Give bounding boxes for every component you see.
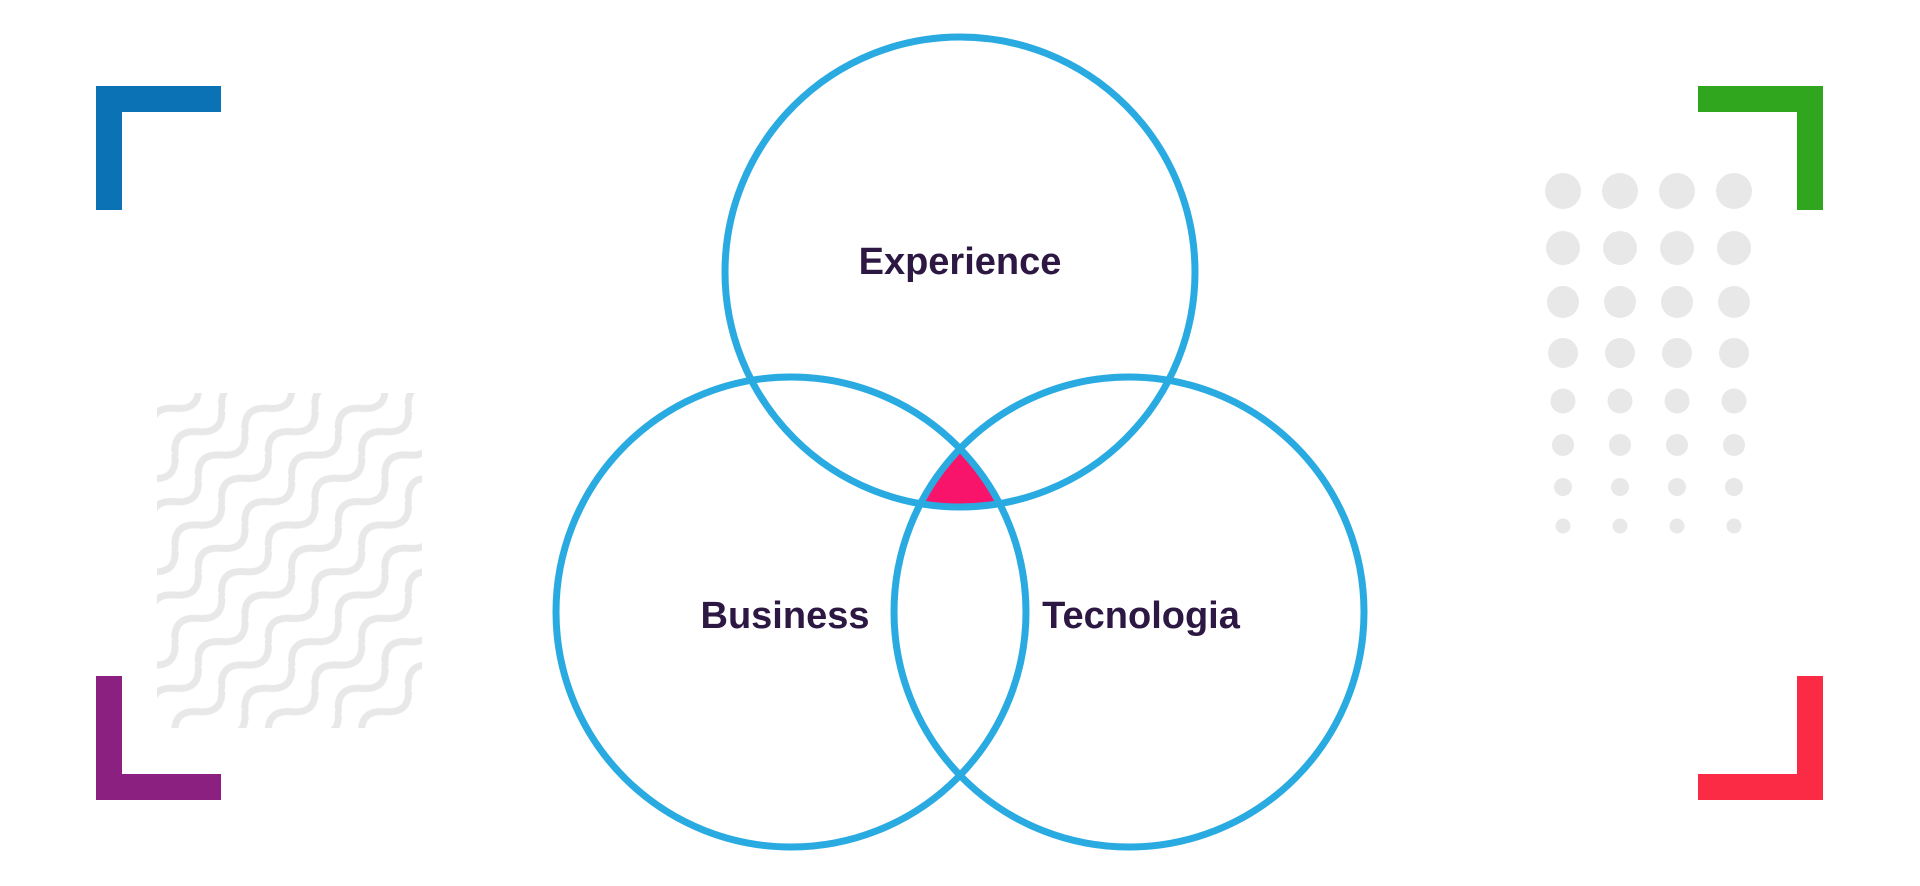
dot — [1716, 173, 1752, 209]
wave-pattern-block — [157, 393, 422, 728]
dot — [1666, 434, 1688, 456]
dot — [1668, 478, 1686, 496]
dot — [1548, 338, 1578, 368]
venn-circle-experience — [721, 33, 1199, 511]
dot — [1725, 478, 1743, 496]
dot — [1723, 434, 1745, 456]
corner-bracket-bottom-left — [96, 676, 221, 800]
dot — [1607, 388, 1633, 414]
corner-bracket-bottom-right — [1698, 676, 1823, 800]
dot — [1603, 231, 1637, 265]
venn-label-tecnologia: Tecnologia — [1042, 595, 1241, 637]
dot — [1605, 338, 1635, 368]
venn-circle-business — [552, 373, 1030, 851]
dot — [1612, 518, 1628, 534]
dot — [1555, 518, 1571, 534]
dot — [1554, 478, 1572, 496]
venn-center-overlap — [920, 448, 1000, 507]
venn-label-business: Business — [701, 595, 870, 637]
dot — [1721, 388, 1747, 414]
dot — [1662, 338, 1692, 368]
dot — [1726, 518, 1742, 534]
dot — [1545, 173, 1581, 209]
dot — [1719, 338, 1749, 368]
dot — [1717, 231, 1751, 265]
dot — [1552, 434, 1574, 456]
venn-circle-tecnologia — [890, 373, 1368, 851]
dot — [1660, 231, 1694, 265]
dot — [1661, 286, 1693, 318]
corner-bracket-top-left — [96, 86, 221, 210]
dot — [1659, 173, 1695, 209]
dot — [1546, 231, 1580, 265]
dot — [1611, 478, 1629, 496]
dot — [1550, 388, 1576, 414]
dot — [1669, 518, 1685, 534]
dot — [1718, 286, 1750, 318]
dot — [1602, 173, 1638, 209]
dot-grid — [1545, 173, 1752, 534]
dot — [1547, 286, 1579, 318]
dot — [1664, 388, 1690, 414]
venn-label-experience: Experience — [859, 241, 1062, 283]
dot — [1609, 434, 1631, 456]
dot — [1604, 286, 1636, 318]
corner-bracket-top-right — [1698, 86, 1823, 210]
